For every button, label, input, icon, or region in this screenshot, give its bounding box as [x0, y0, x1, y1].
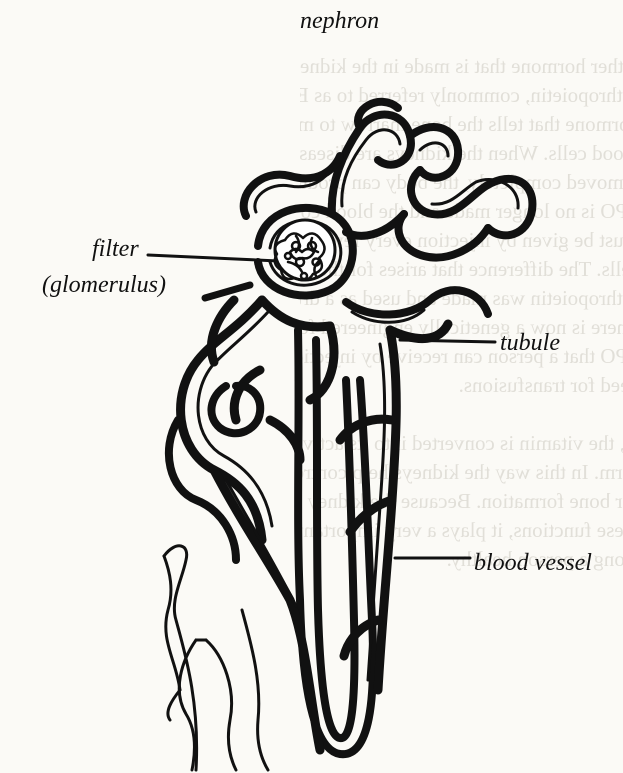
glomerulus-leader-line [205, 285, 250, 298]
renal-vessel-branches [164, 546, 268, 770]
glomerulus-capsule [258, 208, 353, 296]
